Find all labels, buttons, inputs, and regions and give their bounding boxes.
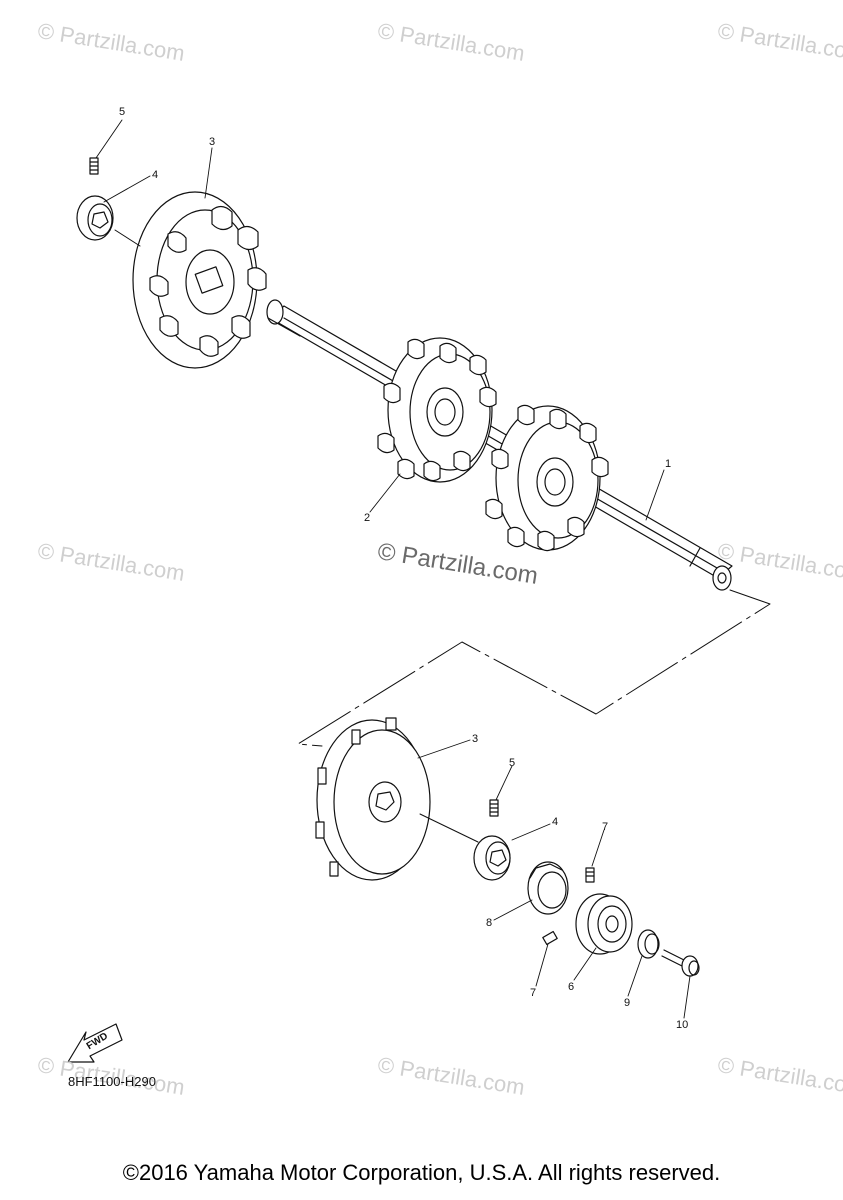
set-screw-7-upper: [585, 867, 595, 883]
set-screw-upper: [89, 157, 99, 175]
collar-lower: [473, 835, 511, 881]
drive-shaft: [266, 299, 733, 591]
callout-2: 2: [364, 512, 371, 524]
callout-1: 1: [665, 458, 672, 470]
callout-5-lower: 5: [509, 757, 516, 769]
callout-3-upper: 3: [209, 136, 216, 148]
callout-3-lower: 3: [472, 733, 479, 745]
set-screw-lower: [489, 799, 499, 817]
set-screw-7-lower: [542, 930, 558, 946]
callout-4-lower: 4: [552, 816, 559, 828]
nut: [637, 929, 660, 959]
collar-upper: [76, 195, 141, 247]
fwd-arrow-icon: [67, 1023, 123, 1063]
sprocket-wheel-lower: [315, 717, 479, 881]
connection-lines: [297, 589, 771, 747]
callout-4-upper: 4: [152, 169, 159, 181]
callout-8: 8: [486, 917, 493, 929]
callout-7-upper: 7: [602, 821, 609, 833]
leader-lines: [95, 119, 691, 1019]
callout-6: 6: [568, 981, 575, 993]
bolt: [661, 949, 700, 977]
sprocket-wheel-upper-left: [132, 191, 267, 369]
sprocket-wheel-right: [485, 404, 609, 552]
bearing-housing: [527, 861, 569, 915]
sprocket-wheel-middle: [377, 337, 497, 483]
callout-9: 9: [624, 997, 631, 1009]
bearing: [575, 893, 633, 955]
callout-5-upper: 5: [119, 106, 126, 118]
callout-7-lower: 7: [530, 987, 537, 999]
callout-10: 10: [676, 1019, 689, 1031]
copyright-notice: ©2016 Yamaha Motor Corporation, U.S.A. A…: [122, 1160, 721, 1185]
diagram-part-code: 8HF1100-H290: [68, 1074, 156, 1089]
